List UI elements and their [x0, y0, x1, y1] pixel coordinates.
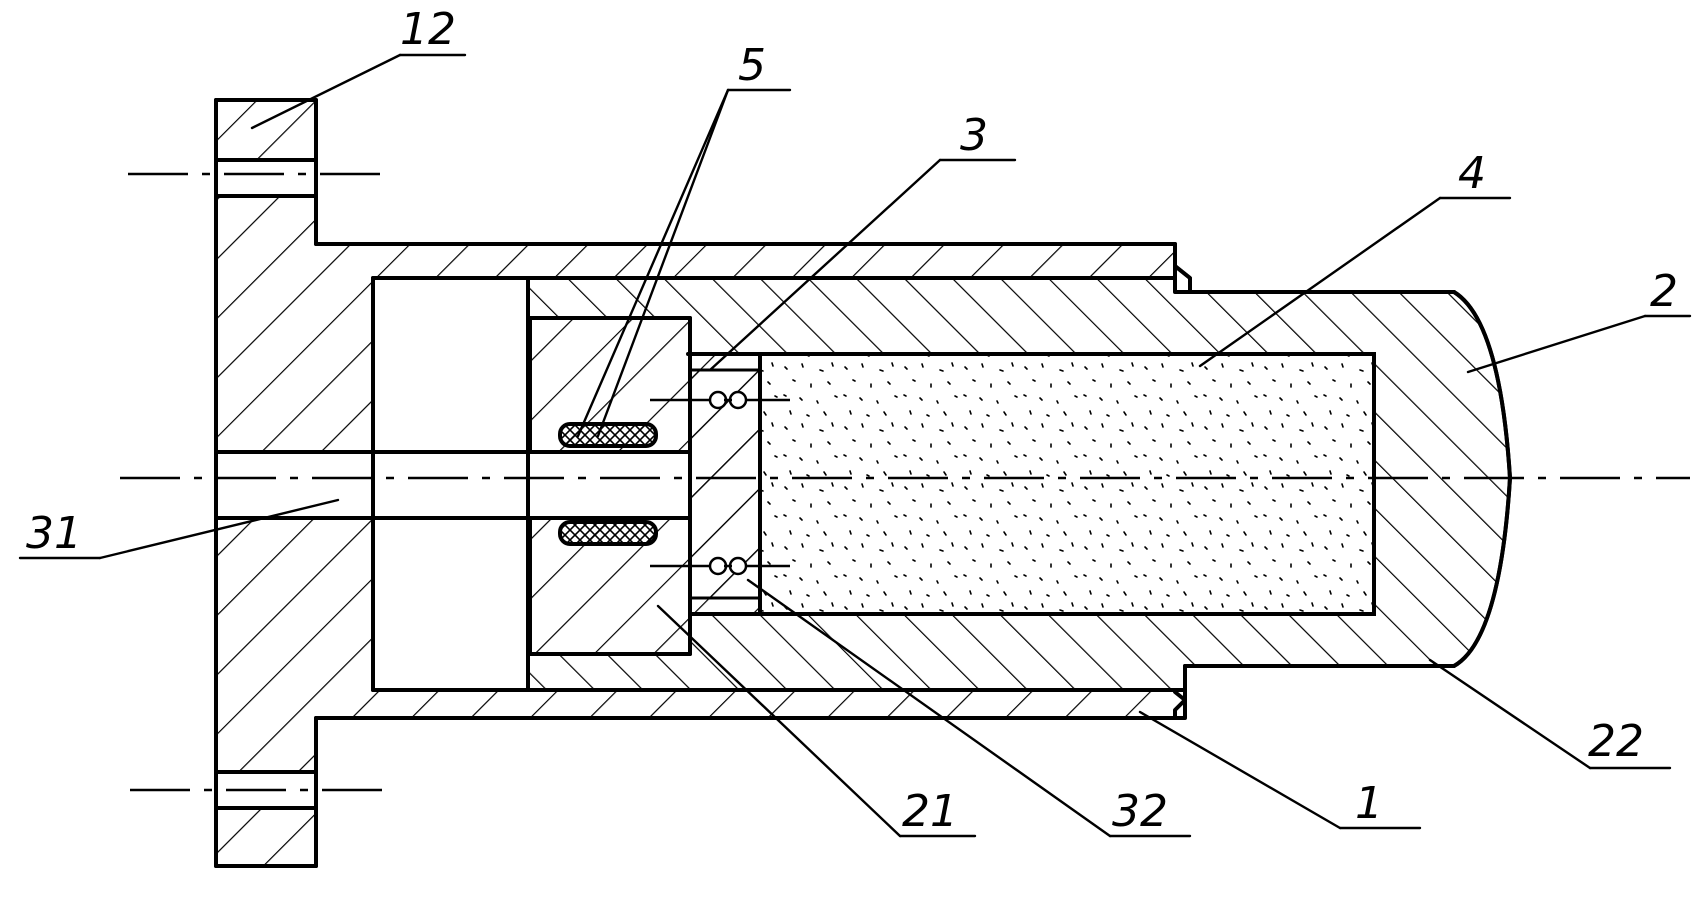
seal-ring-part-5 [558, 422, 658, 546]
label-5: 5 [738, 40, 766, 91]
label-22: 22 [1588, 716, 1644, 767]
piston-rod-part-31 [214, 450, 692, 520]
leader-lines [18, 53, 1692, 838]
callout-labels: 12 5 3 4 2 31 22 21 32 1 [26, 4, 1678, 837]
centerlines [120, 172, 1690, 792]
label-2: 2 [1650, 266, 1678, 317]
label-3: 3 [960, 110, 988, 161]
label-31: 31 [26, 508, 82, 559]
label-4: 4 [1458, 148, 1486, 199]
label-1: 1 [1355, 778, 1383, 829]
label-21: 21 [902, 786, 958, 837]
label-32: 32 [1112, 786, 1168, 837]
label-12: 12 [400, 4, 456, 55]
filler-part-4 [758, 352, 1376, 616]
